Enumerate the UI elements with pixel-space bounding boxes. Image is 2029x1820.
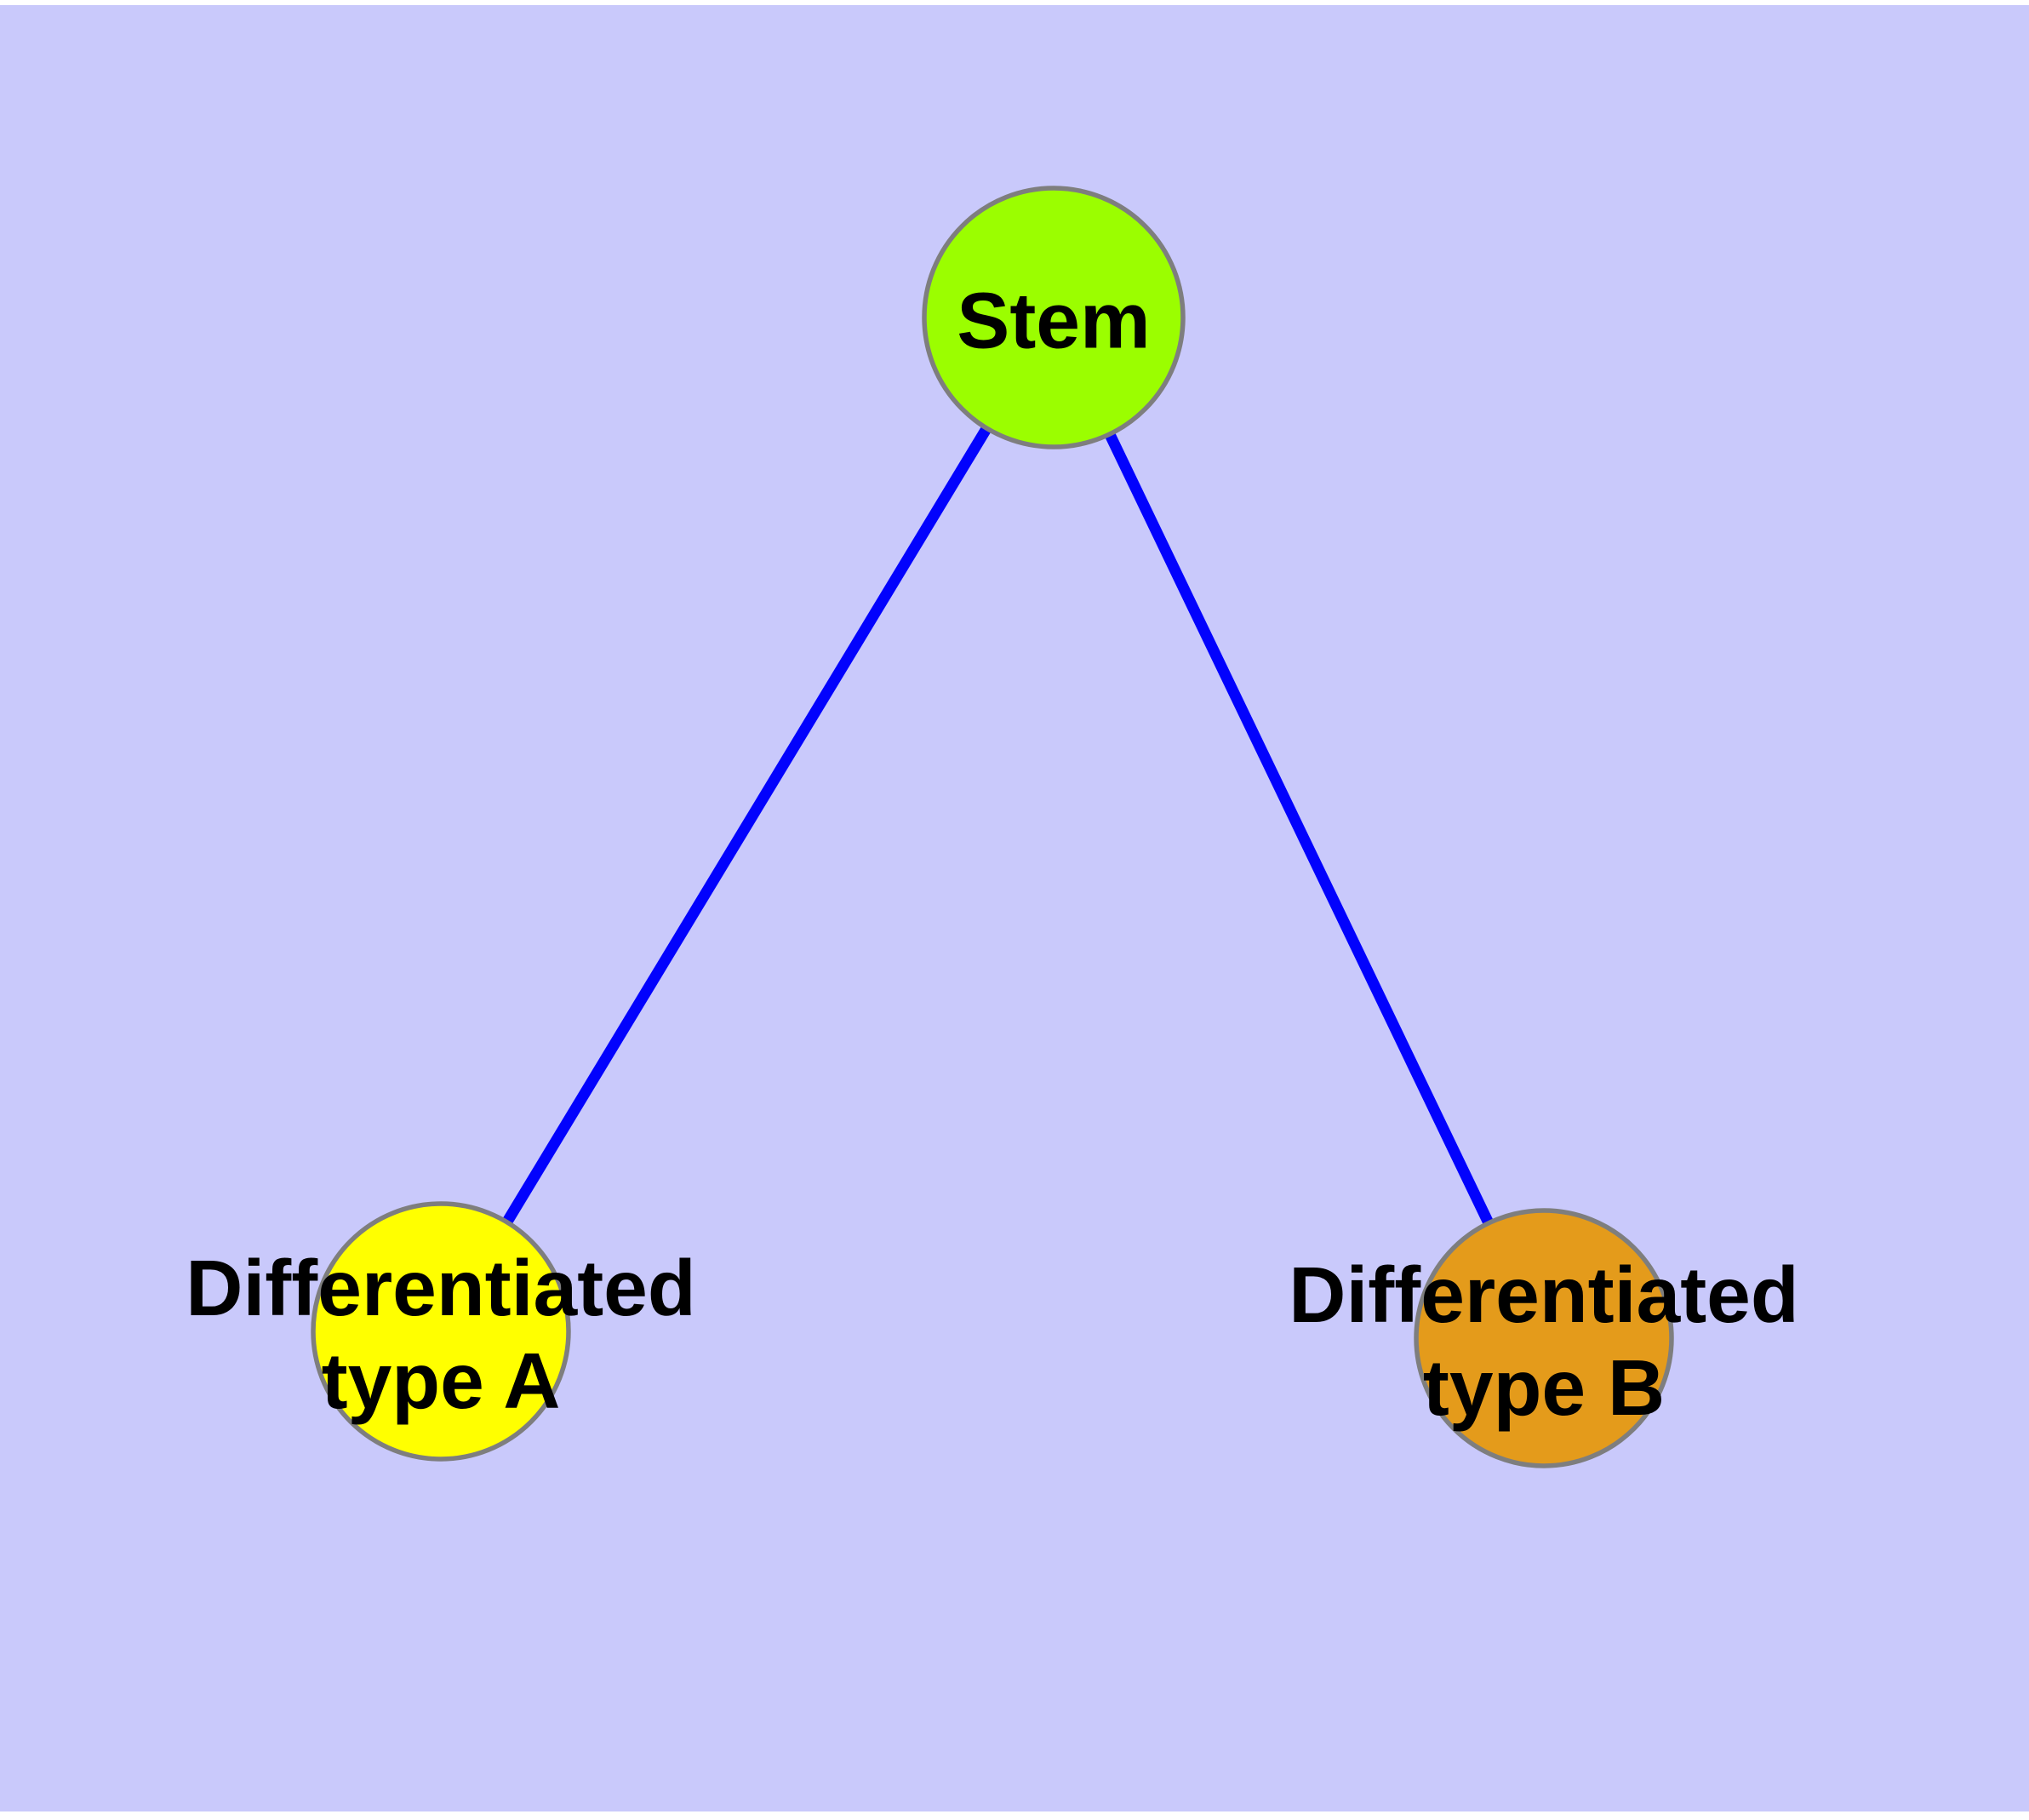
node-diff-b	[1414, 1208, 1674, 1468]
edge-stem-diff-a	[436, 314, 1059, 1335]
edge-stem-diff-b	[1049, 315, 1549, 1341]
node-diff-a	[311, 1201, 571, 1462]
node-stem	[922, 186, 1186, 449]
graph-svg	[311, 186, 1674, 1468]
